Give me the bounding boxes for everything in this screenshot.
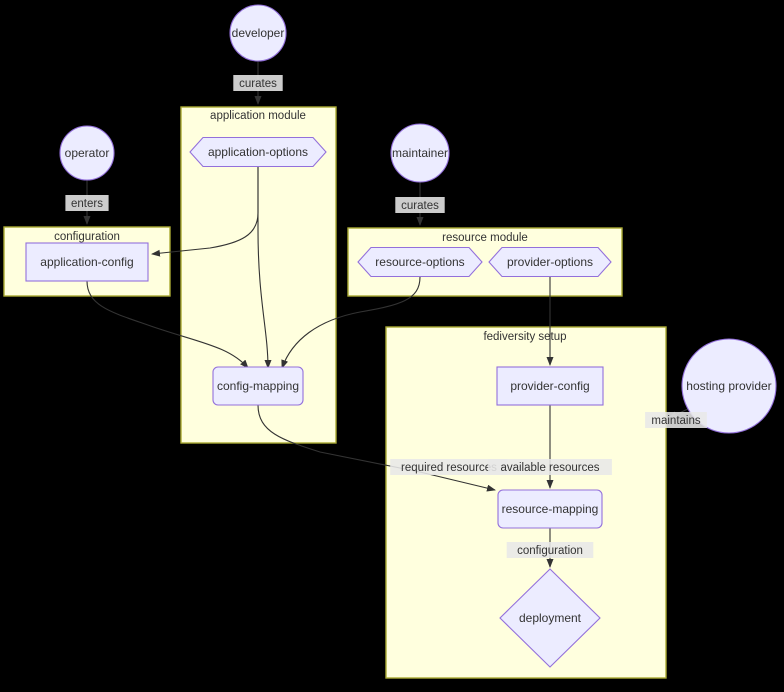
node-label-config-mapping: config-mapping <box>217 379 299 393</box>
node-label-resource-options: resource-options <box>375 255 464 269</box>
node-shape-developer[interactable] <box>229 4 287 62</box>
node-label-application-config: application-config <box>40 255 133 269</box>
node-shape-hosting-provider[interactable] <box>681 338 777 434</box>
edge-resource-options-to-config-mapping <box>281 276 421 369</box>
edge-label-config-mapping-to-resource-mapping: required resources <box>390 459 508 475</box>
node-label-hosting-provider: hosting provider <box>686 379 771 393</box>
node-resource-options[interactable]: resource-options <box>357 246 483 278</box>
node-label-application-options: application-options <box>208 145 308 159</box>
node-maintainer[interactable]: maintainer <box>390 123 450 183</box>
node-label-operator: operator <box>65 146 110 160</box>
edge-config-mapping-to-resource-mapping <box>257 404 496 492</box>
node-application-config[interactable]: application-config <box>25 242 149 282</box>
node-shape-application-config[interactable] <box>25 242 149 282</box>
node-label-deployment: deployment <box>519 611 582 625</box>
edge-label-maintainer-to-resource-module: curates <box>395 197 445 213</box>
cluster-label-configuration: configuration <box>54 231 120 243</box>
edge-label-operator-to-configuration: enters <box>65 195 109 211</box>
node-shape-application-options[interactable] <box>189 136 327 168</box>
node-config-mapping[interactable]: config-mapping <box>212 366 304 406</box>
node-label-developer: developer <box>232 26 285 40</box>
edge-label-bg-provider-config-to-resource-mapping <box>488 459 612 475</box>
node-shape-resource-options[interactable] <box>357 246 483 278</box>
node-label-provider-config: provider-config <box>510 379 589 393</box>
edge-label-text-developer-to-application-module: curates <box>239 78 277 90</box>
edge-application-config-to-config-mapping <box>86 280 249 369</box>
cluster-label-fediversity-setup: fediversity setup <box>483 331 566 343</box>
edge-label-text-resource-mapping-to-deployment: configuration <box>517 545 583 557</box>
edge-label-developer-to-application-module: curates <box>233 75 283 91</box>
nodes-layer: developer operator maintainer hosting provi… <box>25 4 777 668</box>
node-shape-operator[interactable] <box>59 125 115 181</box>
node-shape-deployment[interactable] <box>499 568 601 668</box>
node-deployment[interactable]: deployment <box>499 568 601 668</box>
edge-label-text-config-mapping-to-resource-mapping: required resources <box>401 462 497 474</box>
node-shape-config-mapping[interactable] <box>212 366 304 406</box>
edge-label-text-operator-to-configuration: enters <box>71 198 103 210</box>
node-label-provider-options: provider-options <box>507 255 593 269</box>
node-shape-provider-config[interactable] <box>496 366 604 406</box>
edge-label-hosting-provider-to-fediversity-setup: maintains <box>645 412 707 428</box>
node-hosting-provider[interactable]: hosting provider <box>681 338 777 434</box>
edge-label-bg-config-mapping-to-resource-mapping <box>390 459 508 475</box>
node-label-maintainer: maintainer <box>392 146 448 160</box>
edge-label-bg-resource-mapping-to-deployment <box>506 542 594 558</box>
edge-label-bg-maintainer-to-resource-module <box>395 197 445 213</box>
node-shape-provider-options[interactable] <box>488 246 612 278</box>
node-shape-resource-mapping[interactable] <box>497 489 603 529</box>
edge-label-resource-mapping-to-deployment: configuration <box>506 542 594 558</box>
node-operator[interactable]: operator <box>59 125 115 181</box>
node-provider-options[interactable]: provider-options <box>488 246 612 278</box>
node-shape-maintainer[interactable] <box>390 123 450 183</box>
edge-application-options-to-config-mapping <box>257 167 272 369</box>
edge-label-provider-config-to-resource-mapping: available resources <box>488 459 612 475</box>
edge-label-bg-operator-to-configuration <box>65 195 109 211</box>
edge-label-bg-hosting-provider-to-fediversity-setup <box>645 412 707 428</box>
cluster-label-resource-module: resource module <box>442 232 528 244</box>
node-label-resource-mapping: resource-mapping <box>502 502 599 516</box>
edge-label-text-maintainer-to-resource-module: curates <box>401 200 439 212</box>
edge-label-text-hosting-provider-to-fediversity-setup: maintains <box>651 415 700 427</box>
cluster-label-application-module: application module <box>210 110 306 122</box>
node-resource-mapping[interactable]: resource-mapping <box>497 489 603 529</box>
node-provider-config[interactable]: provider-config <box>496 366 604 406</box>
node-application-options[interactable]: application-options <box>189 136 327 168</box>
node-developer[interactable]: developer <box>229 4 287 62</box>
edge-label-bg-developer-to-application-module <box>233 75 283 91</box>
edge-label-text-provider-config-to-resource-mapping: available resources <box>500 462 599 474</box>
